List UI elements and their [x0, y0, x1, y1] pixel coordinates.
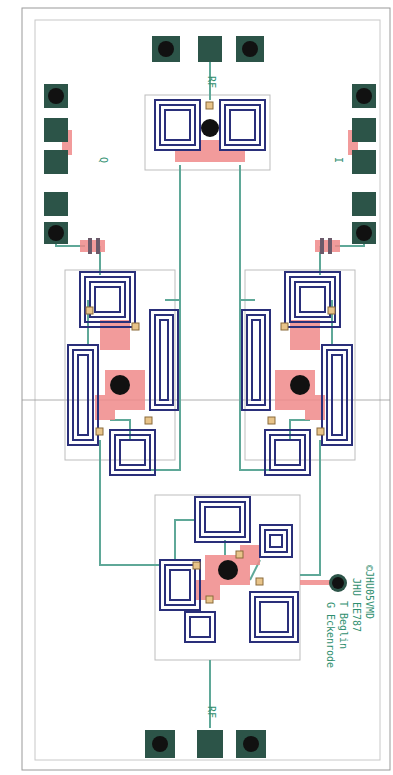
layout-label: Q — [98, 157, 108, 163]
layout-label: T Beglin — [338, 601, 348, 649]
layout-label: JHU EE787 — [351, 578, 361, 632]
layout-label: RF — [206, 706, 216, 718]
layout-label: ©JHU05VMD — [364, 565, 374, 619]
layout-label: G Eckenrode — [325, 602, 335, 668]
layout-label: I — [333, 157, 343, 163]
layout-label: RF — [206, 76, 216, 88]
